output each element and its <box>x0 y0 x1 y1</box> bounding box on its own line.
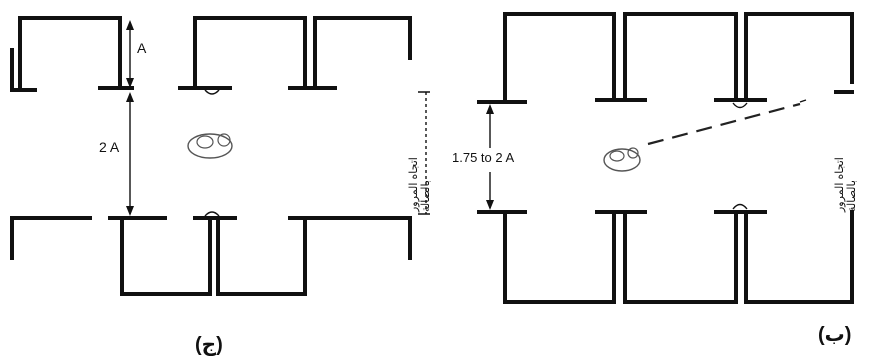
left-plan-caption: (ج) <box>195 334 223 356</box>
right-bottom-stalls <box>477 203 854 304</box>
right-person-figure <box>603 147 641 172</box>
right-dim-width-label: 1.75 to 2 A <box>452 150 515 165</box>
right-side-note: اتجاه المرور بالصالة <box>834 157 858 212</box>
left-dim-large-label: 2 A <box>99 139 120 155</box>
right-plan <box>477 12 854 304</box>
right-dimensions <box>486 99 807 210</box>
left-plan <box>10 16 430 296</box>
left-person-figure <box>187 133 233 159</box>
left-dimensions <box>126 20 430 216</box>
left-bottom-stalls <box>10 211 412 296</box>
right-top-stalls <box>477 12 854 109</box>
right-plan-caption: (ب) <box>818 324 852 346</box>
left-side-note: اتجاه المرور بالصالة <box>408 157 432 212</box>
left-dim-small-label: A <box>137 40 147 56</box>
left-top-stalls <box>10 16 412 95</box>
